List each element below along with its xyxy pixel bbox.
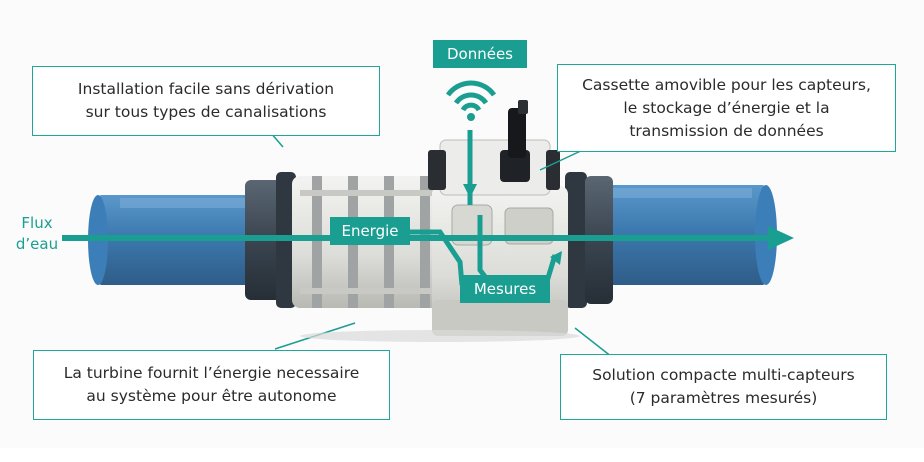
callout-installation: Installation facile sans dérivation sur … (32, 66, 380, 136)
callout-turbine: La turbine fournit l’énergie necessaire … (33, 350, 390, 420)
water-flow-arrow (62, 226, 794, 250)
callout-cassette-line-2: le stockage d’énergie et la (623, 98, 830, 117)
callout-turbine-line-2: au système pour être autonome (86, 387, 337, 405)
sensor-housing (432, 186, 568, 336)
donnees-tag: Données (433, 40, 527, 68)
flux-label-line-2: d’eau (15, 235, 59, 253)
callout-installation-line-1: Installation facile sans dérivation (77, 80, 335, 98)
callout-solution: Solution compacte multi-capteurs (7 para… (560, 354, 887, 420)
callout-cassette: Cassette amovible pour les capteurs, le … (557, 64, 896, 152)
wifi-icon (445, 80, 497, 121)
callout-cassette-line-3: transmission de données (629, 121, 824, 140)
callout-solution-line-1: Solution compacte multi-capteurs (592, 366, 855, 384)
callout-solution-line-2: (7 paramètres mesurés) (629, 389, 818, 407)
flux-label-line-1: Flux (21, 214, 53, 232)
callout-turbine-line-1: La turbine fournit l’énergie necessaire (63, 364, 360, 382)
floor-shadow (300, 330, 580, 342)
energie-tag: Energie (330, 217, 410, 245)
callout-cassette-line-1: Cassette amovible pour les capteurs, (582, 75, 871, 94)
callout-installation-line-2: sur tous types de canalisations (85, 103, 327, 121)
flux-label: Flux d’eau (8, 213, 66, 255)
mesures-tag: Mesures (460, 275, 550, 303)
